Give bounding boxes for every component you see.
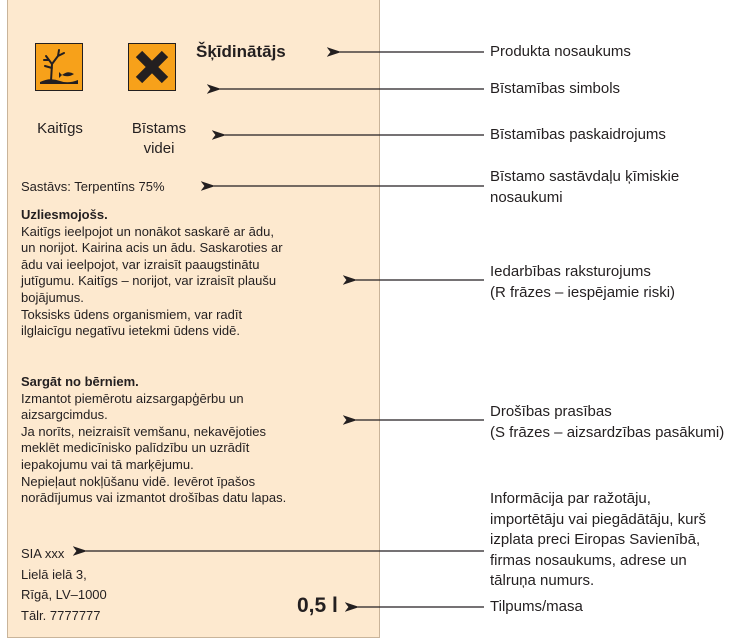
symbol-caption-environment: Bīstams videi xyxy=(131,120,187,157)
risk-heading: Uzliesmojošs. xyxy=(21,207,108,222)
safety-line: norādījumus vai izmantot drošības datu l… xyxy=(21,490,287,506)
supplier-address: SIA xxx Lielā ielā 3, Rīgā, LV–1000 Tālr… xyxy=(21,546,107,623)
safety-line: iepakojumu vai tā marķējumu. xyxy=(21,456,194,472)
risk-line: bojājumus. xyxy=(21,289,84,305)
saltire-cross-icon xyxy=(135,50,169,84)
safety-heading: Sargāt no bērniem. xyxy=(21,374,139,389)
risk-phrases: Uzliesmojošs. Kaitīgs ieelpojot un nonāk… xyxy=(21,207,353,340)
safety-line: Ja norīts, neizraisīt vemšanu, nekavējot… xyxy=(21,423,266,439)
safety-line: aizsargcimdus. xyxy=(21,407,108,423)
symbol-caption-harmful: Kaitīgs xyxy=(37,120,83,137)
dead-tree-and-fish-icon xyxy=(40,49,78,84)
environment-hazard-symbol xyxy=(128,43,176,91)
callout-hazard-symbol: Bīstamības simbols xyxy=(490,80,621,97)
callout-chemical-names: Bīstamo sastāvdaļu ķīmiskie nosaukumi xyxy=(490,168,680,206)
safety-line: Izmantot piemērotu aizsargapģērbu un xyxy=(21,390,244,406)
safety-line: Nepieļaut nokļūšanu vidē. Ievērot īpašos xyxy=(21,473,256,489)
composition-text: Sastāvs: Terpentīns 75% xyxy=(21,179,165,194)
callout-supplier-info: Informācija par ražotāju, importētāju va… xyxy=(490,490,706,589)
risk-line: Toksisks ūdens organismiem, var radīt xyxy=(21,306,243,322)
callout-volume: Tilpums/masa xyxy=(490,598,583,615)
safety-line: meklēt medicīnisko palīdzību un uzrādīt xyxy=(21,440,250,456)
risk-line: Kaitīgs ieelpojot un nonākot saskarē ar … xyxy=(21,223,274,239)
safety-phrases: Sargāt no bērniem. Izmantot piemērotu ai… xyxy=(21,374,353,507)
risk-line: jutīgumu. Kaitīgs – norijot, var izraisī… xyxy=(21,273,277,289)
volume-value: 0,5 l xyxy=(297,594,338,617)
callout-product-name: Produkta nosaukums xyxy=(490,43,631,60)
product-label xyxy=(7,0,380,638)
callout-safety-phrases: Drošības prasības (S frāzes – aizsardzīb… xyxy=(490,403,725,441)
risk-line: ilglaicīgu negatīvu ietekmi ūdens vidē. xyxy=(21,323,240,339)
risk-line: ādu vai ieelpojot, var izraisīt paaugsti… xyxy=(21,256,260,272)
harmful-symbol xyxy=(35,43,83,91)
risk-line: un norijot. Kairina acis un ādu. Saskaro… xyxy=(21,240,283,256)
product-name: Šķīdinātājs xyxy=(196,42,286,61)
callout-risk-phrases: Iedarbības raksturojums (R frāzes – iesp… xyxy=(490,263,676,301)
callout-hazard-explanation: Bīstamības paskaidrojums xyxy=(490,126,666,143)
